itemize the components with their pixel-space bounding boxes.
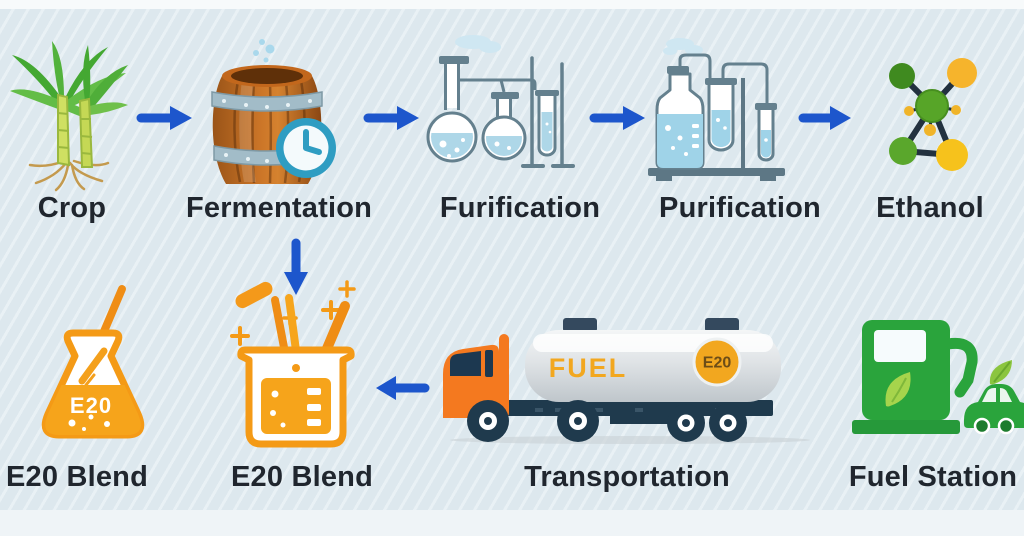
vapor-cloud — [663, 38, 703, 55]
step-label-transportation: Transportation — [524, 461, 730, 493]
step-label-ethanol: Ethanol — [876, 192, 984, 224]
arrow-fermentation-to-furification — [363, 104, 421, 132]
step-label-e20-blend-beaker: E20 Blend — [230, 461, 374, 493]
step-label-e20-blend-flask: E20 Blend — [5, 461, 149, 493]
pump-base — [852, 420, 960, 434]
arrow-purification-to-ethanol — [798, 104, 853, 132]
vapor-cloud — [455, 35, 501, 53]
step-label-purification: Purification — [659, 192, 821, 224]
step-label-crop: Crop — [37, 192, 107, 224]
arrow-crop-to-fermentation — [136, 104, 194, 132]
fuel-pump-icon — [848, 314, 1024, 446]
step-label-fuel-station: Fuel Station — [848, 461, 1018, 493]
distillation-icon — [648, 38, 798, 184]
e20-tank-badge: E20 — [692, 337, 742, 387]
e20-flask-icon: E20 — [28, 283, 158, 455]
pump-screen — [874, 330, 926, 362]
flask-badge-text: E20 — [70, 393, 112, 418]
background-footer-strip — [0, 510, 1024, 536]
clock-icon — [276, 118, 336, 178]
capsule — [235, 281, 273, 309]
truck-wheels — [467, 400, 747, 442]
eco-car-icon — [964, 384, 1024, 435]
fuel-truck-icon: FUEL E20 — [435, 310, 810, 445]
tank-fuel-text: FUEL — [549, 353, 628, 383]
stalks — [57, 93, 94, 168]
leaf-icon — [989, 360, 1012, 385]
pump-nozzle — [942, 337, 978, 398]
fermentation-barrel-icon — [196, 36, 338, 192]
arrow-transportation-to-e20-blend — [374, 374, 430, 402]
step-label-furification: Furification — [439, 192, 601, 224]
truck-cab — [443, 334, 509, 418]
stand-rods — [521, 56, 575, 168]
arrow-fermentation-to-e20-blend — [282, 238, 310, 298]
step-label-fermentation: Fermentation — [185, 192, 373, 224]
svg-text:E20: E20 — [703, 355, 732, 372]
arrow-furification-to-purification — [589, 104, 647, 132]
bubbles — [253, 39, 275, 63]
molecule-icon — [870, 48, 980, 171]
e20-beaker-icon — [230, 272, 362, 462]
sugarcane-icon — [8, 35, 132, 193]
lab-flasks-icon — [425, 35, 595, 188]
leaf-icon — [885, 372, 911, 407]
